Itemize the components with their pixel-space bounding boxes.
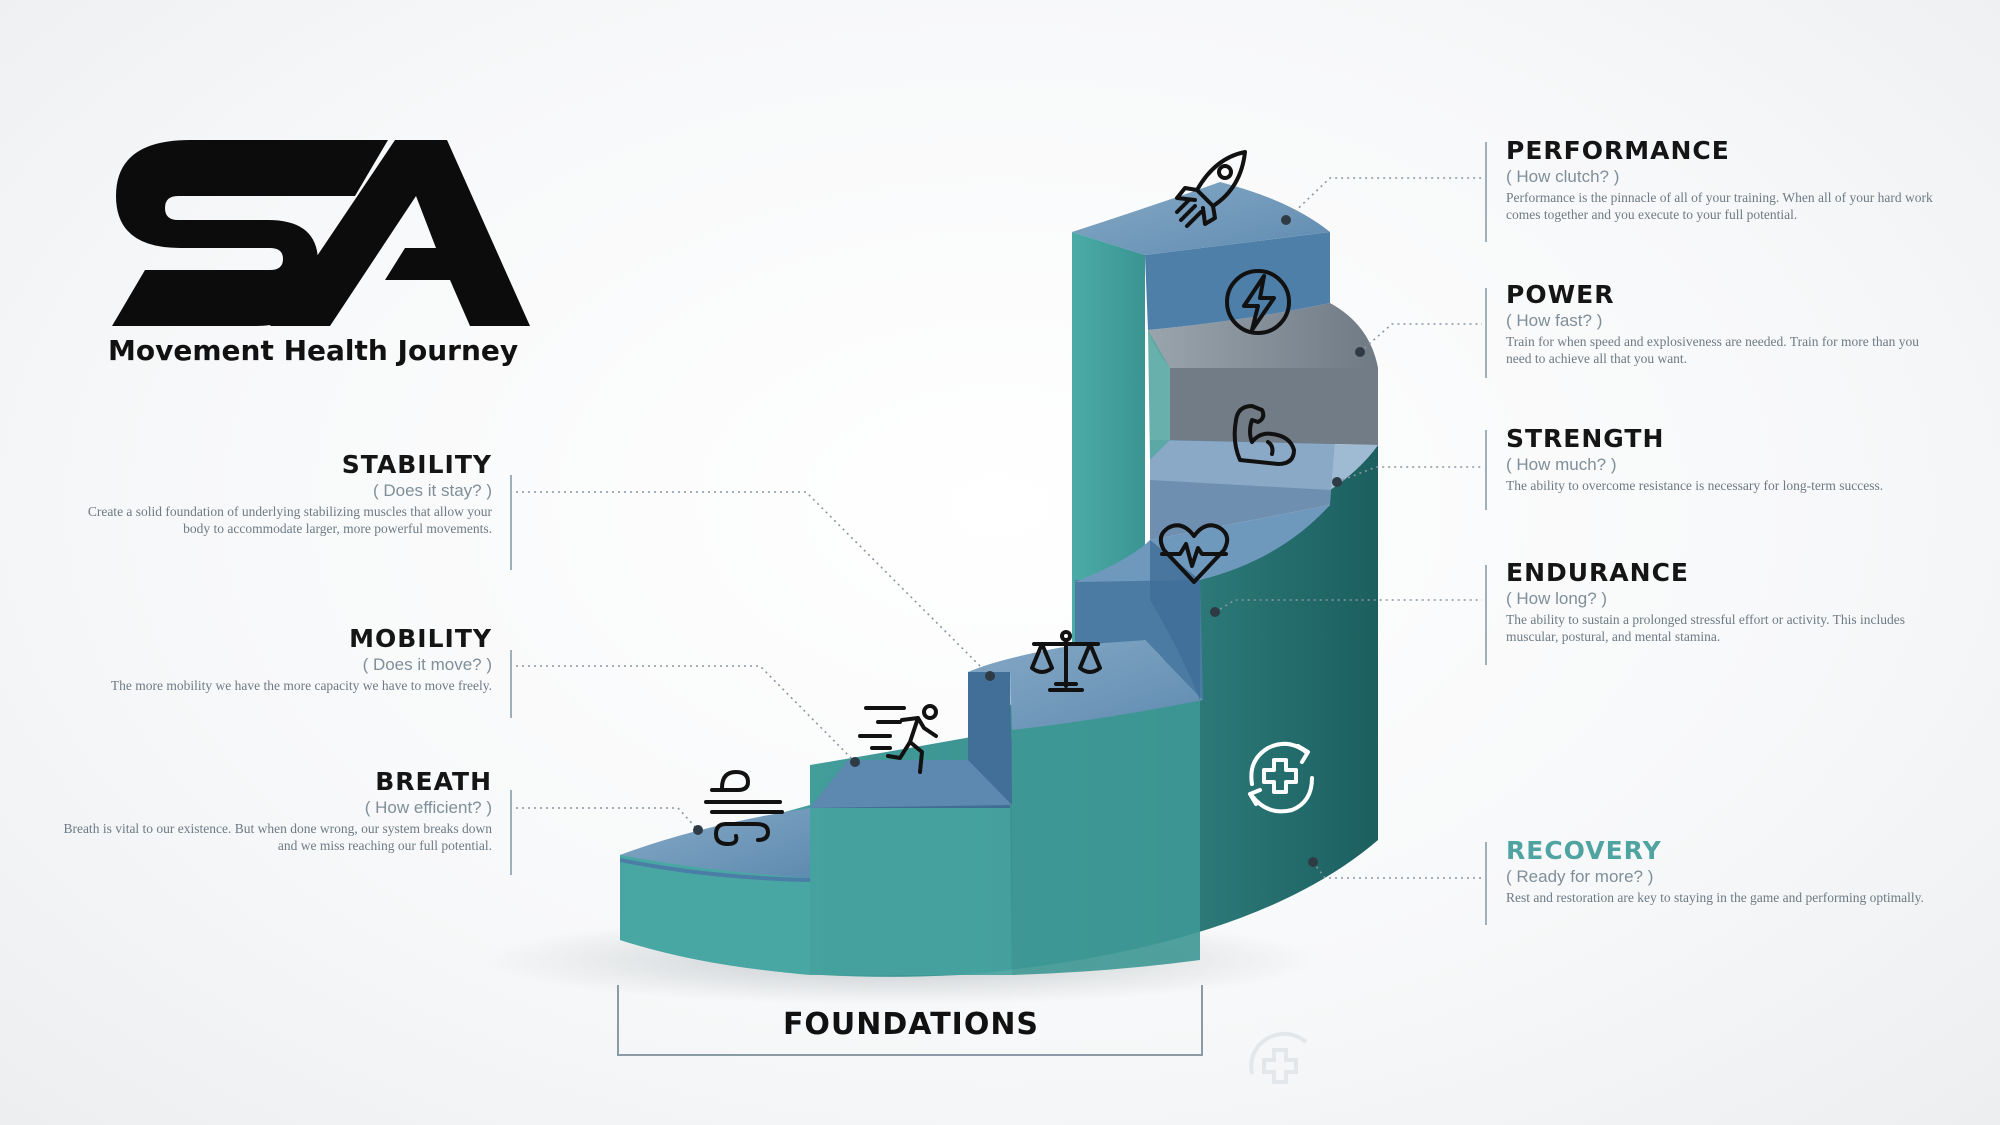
power-title: POWER <box>1506 280 1615 309</box>
performance-question: ( How clutch? ) <box>1506 167 1620 186</box>
stability-question: ( Does it stay? ) <box>372 481 492 500</box>
endurance-title: ENDURANCE <box>1506 558 1689 587</box>
label-mobility: MOBILITY ( Does it move? ) The more mobi… <box>82 624 492 695</box>
strength-title: STRENGTH <box>1506 424 1665 453</box>
power-description: Train for when speed and explosiveness a… <box>1506 334 1920 366</box>
stability-title: STABILITY <box>341 450 492 479</box>
lightning-icon <box>1225 269 1291 335</box>
flexed-arm-icon <box>1232 404 1296 466</box>
mobility-title: MOBILITY <box>349 624 492 653</box>
breath-description: Breath is vital to our existence. But wh… <box>63 821 492 853</box>
recovery-cross-icon <box>1248 741 1314 814</box>
label-strength: STRENGTH ( How much? ) The ability to ov… <box>1506 424 1926 495</box>
foundations-label: FOUNDATIONS <box>782 1007 1040 1042</box>
recovery-reflection-icon <box>1249 1031 1308 1084</box>
strength-description: The ability to overcome resistance is ne… <box>1506 478 1884 493</box>
step-performance-top <box>1072 182 1330 255</box>
step-mobility-top <box>810 760 1012 808</box>
endurance-description: The ability to sustain a prolonged stres… <box>1506 612 1906 644</box>
foundations-bracket <box>617 985 1203 1056</box>
label-performance: PERFORMANCE ( How clutch? ) Performance … <box>1506 136 1946 223</box>
step-endurance-top <box>1075 505 1330 582</box>
step-power-top <box>1148 303 1378 368</box>
recovery-title: RECOVERY <box>1506 836 1662 865</box>
rocket-icon <box>1175 150 1247 228</box>
anchor-dots <box>693 215 1365 867</box>
stability-description: Create a solid foundation of underlying … <box>87 504 492 536</box>
performance-title: PERFORMANCE <box>1506 136 1730 165</box>
label-recovery: RECOVERY ( Ready for more? ) Rest and re… <box>1506 836 1926 907</box>
sa-logo <box>112 140 530 326</box>
leader-lines <box>516 177 1482 879</box>
heartbeat-icon <box>1158 523 1230 584</box>
performance-description: Performance is the pinnacle of all of yo… <box>1506 190 1933 222</box>
power-question: ( How fast? ) <box>1506 311 1603 330</box>
step-strength-top <box>1150 440 1378 490</box>
stair-front-faces <box>620 855 810 975</box>
balance-scale-icon <box>1030 630 1102 692</box>
label-endurance: ENDURANCE ( How long? ) The ability to s… <box>1506 558 1936 645</box>
step-stability-riser <box>968 672 1012 805</box>
mobility-description: The more mobility we have the more capac… <box>110 678 492 693</box>
breath-question: ( How efficient? ) <box>364 798 492 817</box>
mobility-question: ( Does it move? ) <box>362 655 492 674</box>
endurance-question: ( How long? ) <box>1506 589 1608 608</box>
recovery-description: Rest and restoration are key to staying … <box>1506 890 1924 905</box>
logo-subtitle: Movement Health Journey <box>108 334 519 367</box>
wind-icon <box>704 769 784 847</box>
label-stability: STABILITY ( Does it stay? ) Create a sol… <box>82 450 492 537</box>
breath-title: BREATH <box>375 767 492 796</box>
label-power: POWER ( How fast? ) Train for when speed… <box>1506 280 1926 367</box>
runner-icon <box>858 704 938 774</box>
step-stability-top <box>968 640 1203 730</box>
strength-question: ( How much? ) <box>1506 455 1617 474</box>
label-breath: BREATH ( How efficient? ) Breath is vita… <box>62 767 492 854</box>
step-power-riser <box>1170 368 1378 445</box>
recovery-question: ( Ready for more? ) <box>1506 867 1654 886</box>
